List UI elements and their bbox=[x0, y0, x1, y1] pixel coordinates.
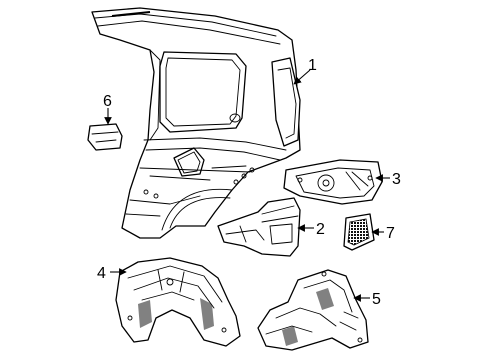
callout-3: 3 bbox=[392, 171, 401, 188]
callout-2: 2 bbox=[316, 221, 325, 238]
callout-6: 6 bbox=[103, 93, 112, 110]
fuel-door-part bbox=[87, 123, 123, 151]
callout-4: 4 bbox=[97, 265, 106, 282]
callout-1: 1 bbox=[308, 57, 317, 74]
inner-wheelhouse-part bbox=[257, 269, 369, 351]
wheelhouse-extension-part bbox=[217, 197, 301, 257]
callout-labels: 1 6 3 2 7 4 5 bbox=[97, 57, 401, 308]
callout-leaders bbox=[104, 69, 390, 302]
lamp-bracket-part bbox=[283, 159, 383, 205]
vent-grille-part bbox=[343, 213, 375, 251]
callout-7: 7 bbox=[386, 225, 395, 242]
callout-5: 5 bbox=[372, 291, 381, 308]
leader-1 bbox=[293, 69, 311, 85]
quarter-panel-part bbox=[91, 7, 301, 239]
wheelhouse-liner-part bbox=[115, 257, 241, 347]
